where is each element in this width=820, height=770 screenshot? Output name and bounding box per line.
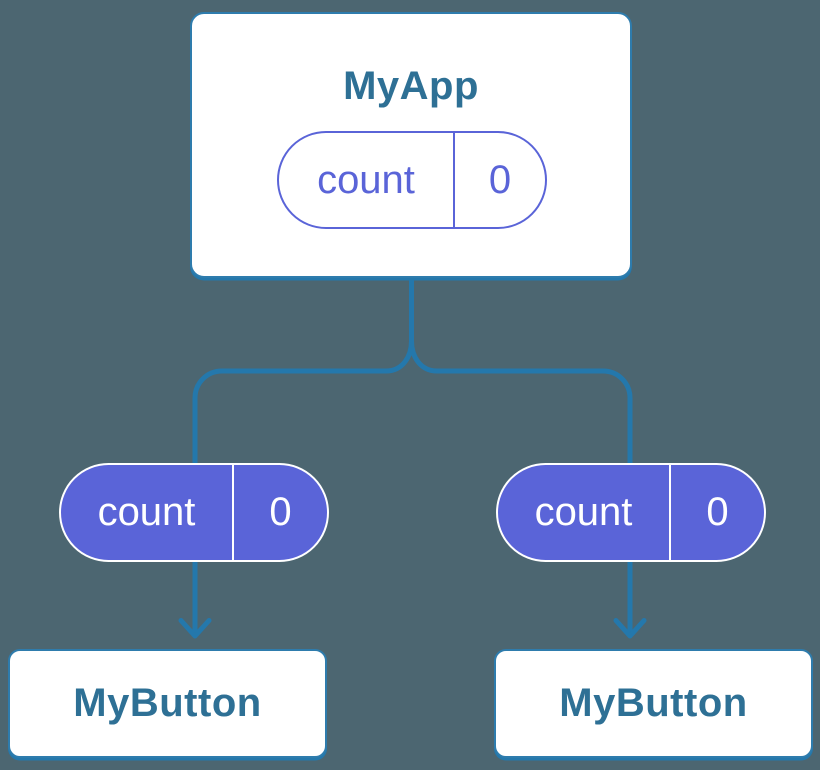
- prop-pill-right-label: count: [498, 465, 671, 560]
- prop-pill-left-label: count: [61, 465, 234, 560]
- component-card-root: MyApp count 0: [190, 12, 632, 278]
- state-pill-label: count: [279, 133, 455, 227]
- child-right-component-name: MyButton: [559, 681, 748, 725]
- arrowhead-right-icon: [613, 618, 647, 639]
- arrowhead-left-icon: [178, 618, 212, 639]
- connector-branch-right: [409, 277, 633, 632]
- prop-pill-left-value: 0: [269, 490, 292, 534]
- root-state-pill: count 0: [277, 131, 547, 229]
- prop-pill-left: count 0: [59, 463, 329, 562]
- root-component-name: MyApp: [343, 64, 479, 108]
- connector-branch-left: [192, 277, 414, 632]
- prop-pill-right-value: 0: [706, 490, 729, 534]
- component-card-child-left: MyButton: [8, 649, 327, 758]
- prop-pill-right: count 0: [496, 463, 766, 562]
- component-card-child-right: MyButton: [494, 649, 813, 758]
- child-left-component-name: MyButton: [73, 681, 262, 725]
- state-pill-value: 0: [488, 157, 512, 202]
